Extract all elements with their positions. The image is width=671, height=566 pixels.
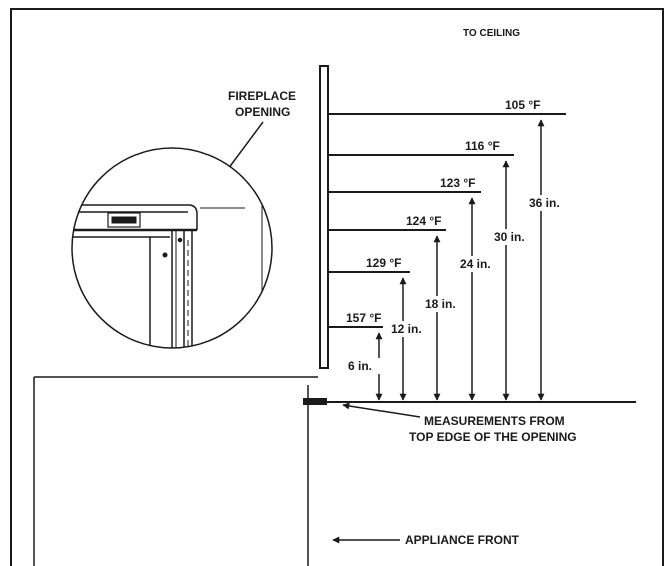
fireplace-detail-magnifier — [71, 147, 273, 349]
fireplace-opening-label-line1: FIREPLACE — [228, 89, 296, 103]
shelf-2: 129 °F 12 in. — [328, 256, 437, 401]
opening-top-edge-marker — [303, 398, 327, 405]
diagram-frame — [10, 8, 664, 566]
appliance-front-label: APPLIANCE FRONT — [405, 533, 520, 547]
shelf-1: 157 °F 6 in. — [328, 311, 387, 401]
wall-panel — [319, 65, 329, 369]
distance-label-bg-5 — [492, 229, 540, 245]
distance-label-bg-4 — [458, 256, 506, 272]
measurements-label-line1: MEASUREMENTS FROM — [424, 414, 565, 428]
distance-label-4: 24 in. — [460, 257, 491, 271]
to-ceiling-label: TO CEILING — [463, 28, 520, 39]
temperature-label-5: 116 °F — [465, 139, 500, 153]
temperature-label-6: 105 °F — [505, 98, 540, 112]
distance-label-bg-6 — [527, 195, 575, 211]
distance-label-bg-3 — [423, 296, 471, 312]
appliance-outline — [33, 376, 318, 566]
temperature-label-4: 123 °F — [440, 176, 475, 190]
distance-label-1: 6 in. — [348, 359, 372, 373]
temperature-label-1: 157 °F — [346, 311, 381, 325]
shelf-6: 105 °F 36 in. — [328, 98, 575, 401]
distance-label-2: 12 in. — [391, 322, 422, 336]
measurements-label-line2: TOP EDGE OF THE OPENING — [409, 430, 577, 444]
distance-label-bg-1 — [346, 358, 387, 374]
distance-label-3: 18 in. — [425, 297, 456, 311]
fireplace-opening-label-line2: OPENING — [235, 105, 290, 119]
distance-label-5: 30 in. — [494, 230, 525, 244]
shelf-3: 124 °F 18 in. — [328, 214, 471, 401]
distance-label-bg-2 — [389, 321, 437, 337]
shelf-5: 116 °F 30 in. — [328, 139, 540, 401]
temperature-label-2: 129 °F — [366, 256, 401, 270]
shelf-4: 123 °F 24 in. — [328, 176, 506, 401]
temperature-label-3: 124 °F — [406, 214, 441, 228]
distance-label-6: 36 in. — [529, 196, 560, 210]
measurements-pointer-arrow — [342, 402, 421, 418]
shelf-measurements: 157 °F6 in.129 °F12 in.124 °F18 in.123 °… — [328, 98, 575, 401]
